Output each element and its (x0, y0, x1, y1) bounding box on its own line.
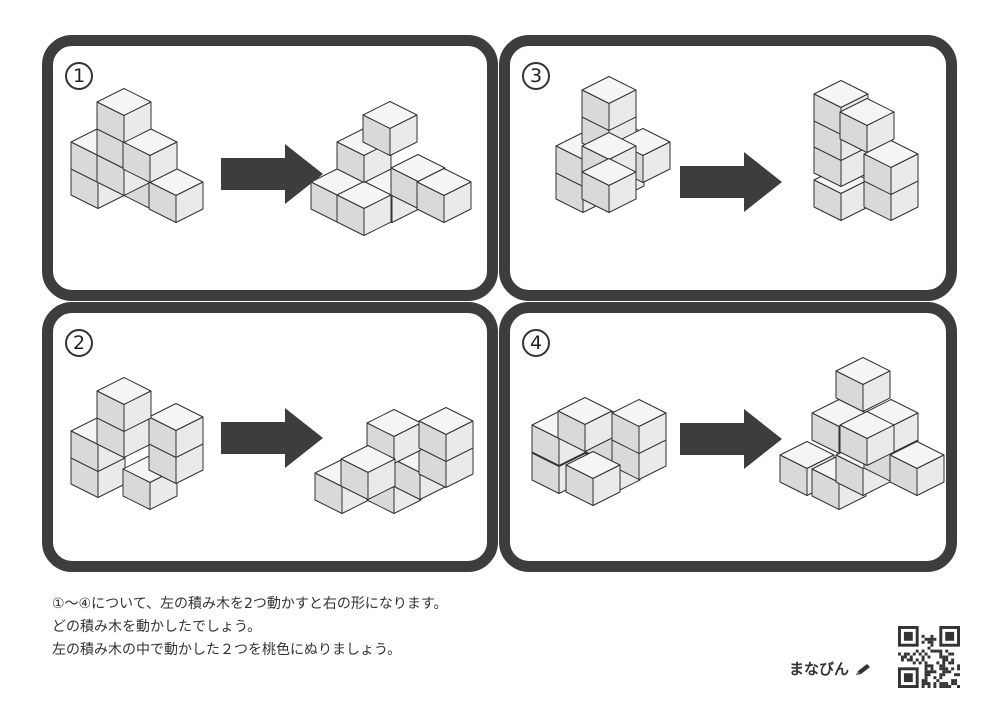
block-cube (148, 403, 204, 458)
right-arrow-icon (221, 144, 323, 204)
right-arrow-icon (221, 408, 323, 468)
block-cube (362, 101, 418, 156)
pencil-icon (856, 663, 871, 675)
block-cube (416, 168, 472, 223)
block-cube (839, 98, 895, 153)
block-cube (96, 377, 152, 432)
panel-number-4: 4 (522, 329, 550, 357)
before-blocks (555, 76, 671, 213)
brand-name: まなびん (789, 660, 850, 678)
block-cube (366, 409, 422, 464)
block-cube (889, 441, 945, 496)
panel-4-scene (531, 357, 945, 510)
instruction-line-1: ①〜④について、左の積み木を2つ動かすと右の形になります。 (52, 596, 448, 612)
after-blocks (310, 101, 472, 236)
block-cube (835, 357, 891, 412)
block-cube (122, 128, 178, 183)
panel-2-scene (70, 377, 474, 514)
panel-2: 2 (42, 302, 498, 572)
block-cube (863, 140, 919, 195)
after-blocks (779, 357, 945, 510)
before-blocks (531, 397, 667, 506)
brand-logo: まなびん (789, 658, 872, 679)
block-cube (565, 451, 621, 506)
block-cube (611, 399, 667, 454)
before-blocks (70, 88, 204, 223)
block-cube (581, 158, 637, 213)
panel-number-3: 3 (522, 62, 550, 90)
block-cube (96, 88, 152, 143)
block-cube (340, 445, 396, 500)
panel-1-scene (70, 88, 472, 236)
instruction-line-3: 左の積み木の中で動かした２つを桃色にぬりましょう。 (52, 642, 402, 658)
instructions: ①〜④について、左の積み木を2つ動かすと右の形になります。 どの積み木を動かした… (52, 593, 448, 662)
block-cube (839, 411, 895, 466)
instruction-line-2: どの積み木を動かしたでしょう。 (52, 619, 262, 635)
qr-code-icon (898, 626, 960, 688)
after-blocks (813, 80, 919, 221)
panel-4: 4 (499, 302, 957, 572)
right-arrow-icon (680, 409, 782, 469)
block-cube (336, 181, 392, 236)
block-cube (557, 397, 613, 452)
right-arrow-icon (680, 152, 782, 212)
block-cube (581, 76, 637, 131)
panel-1: 1 (42, 35, 498, 301)
panel-3-scene (555, 76, 919, 221)
block-cube (418, 407, 474, 462)
before-blocks (70, 377, 204, 510)
panel-number-2: 2 (65, 329, 93, 357)
panel-3: 3 (499, 35, 957, 301)
after-blocks (314, 407, 474, 514)
panel-number-1: 1 (65, 62, 93, 90)
